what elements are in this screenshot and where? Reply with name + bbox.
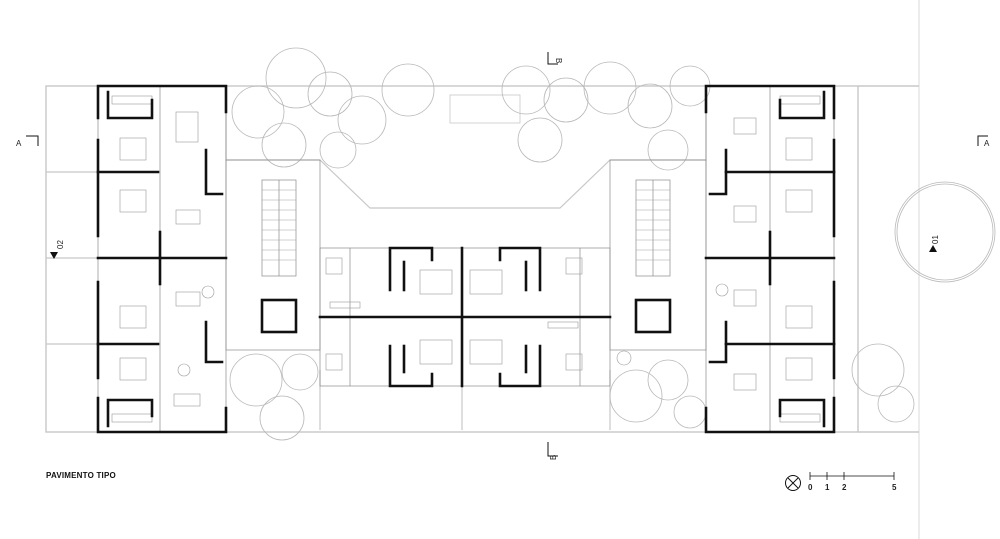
section-marker-a-right: A <box>977 135 990 148</box>
structural-walls <box>96 84 836 434</box>
section-marker-b-top: B <box>547 52 563 65</box>
elevation-label-left: 02 <box>56 240 65 249</box>
scale-label-5: 5 <box>892 483 897 492</box>
right-stair-core <box>609 159 707 366</box>
section-marker-a-left: A <box>16 135 39 148</box>
landscape-trees <box>229 47 996 441</box>
section-label-a-right: A <box>984 139 990 148</box>
elevation-marker-right: 01 <box>929 235 940 252</box>
scale-bar: 0 1 2 5 <box>808 472 897 492</box>
scale-label-0: 0 <box>808 483 813 492</box>
section-label-b-top: B <box>554 58 563 63</box>
elevation-marker-left: 02 <box>50 240 65 259</box>
left-stair-core <box>225 159 321 351</box>
drawing-title: PAVIMENTO TIPO <box>46 471 116 480</box>
section-label-b-bottom: B <box>549 455 558 460</box>
section-label-a-left: A <box>16 139 22 148</box>
triangle-up-icon <box>929 245 937 252</box>
scale-label-1: 1 <box>825 483 830 492</box>
scale-label-2: 2 <box>842 483 847 492</box>
section-marker-b-bottom: B <box>547 442 558 460</box>
elevation-label-right: 01 <box>931 235 940 244</box>
triangle-down-icon <box>50 252 58 259</box>
north-arrow <box>785 475 801 491</box>
